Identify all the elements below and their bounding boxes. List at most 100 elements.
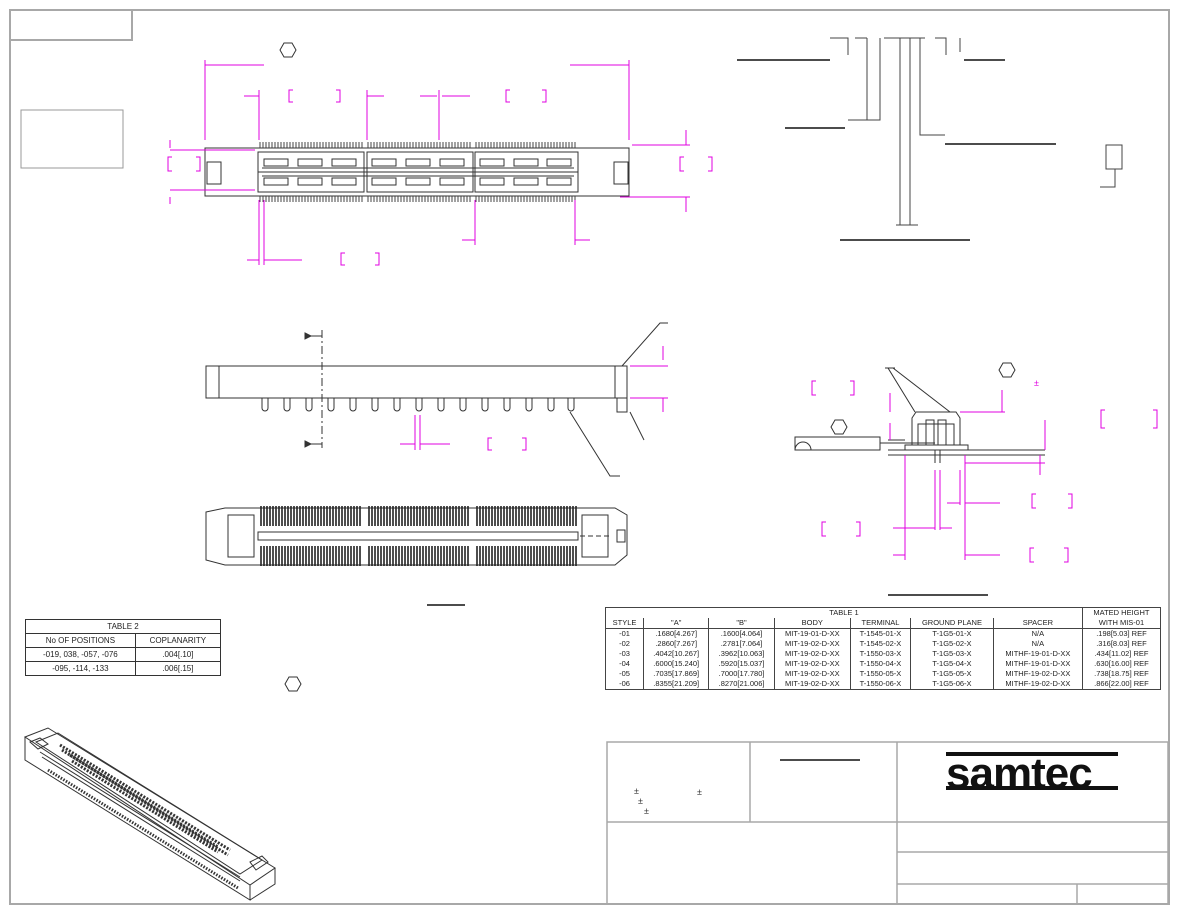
- side-view-dimensions: [400, 346, 668, 451]
- table-cell: .4042[10.267]: [643, 649, 710, 659]
- tolerance-symbol-2: ±: [634, 786, 639, 796]
- isometric-view: [23, 727, 276, 901]
- table-row: -06.8355[21.209].8270[21.006]MIT-19-02-D…: [604, 679, 1162, 690]
- top-view-dimensions: [167, 60, 713, 266]
- table-cell: MIT-19-02-D-XX: [773, 679, 851, 690]
- table1-col-terminal: TERMINAL: [849, 618, 912, 629]
- table-cell: .7035[17.869]: [643, 669, 710, 679]
- bottom-view: [205, 506, 628, 567]
- logo-rule-bottom: [946, 786, 1118, 790]
- table-cell: -03: [604, 649, 645, 659]
- top-view: [204, 142, 630, 203]
- table-row: -019, 038, -057, -076 .004[.10]: [25, 647, 222, 662]
- table1-col-ground-plane: GROUND PLANE: [910, 618, 994, 629]
- table-cell: -095, -114, -133: [25, 661, 136, 676]
- datum-hexagon-d: [284, 676, 302, 692]
- section-view-dimensions: [811, 380, 1158, 563]
- table-cell: T-1545-02-X: [849, 639, 912, 649]
- section-view: [794, 367, 1045, 463]
- table-cell: -04: [604, 659, 645, 669]
- table-cell: MIT-19-01-D-XX: [773, 628, 851, 639]
- table1-mated-header: MATED HEIGHT: [1081, 607, 1162, 618]
- table-cell: .2781[7.064]: [708, 639, 775, 649]
- table-cell: .630[16.00] REF: [1081, 659, 1162, 669]
- table-row: -095, -114, -133 .006[.15]: [25, 661, 222, 676]
- table-cell: .198[5.03] REF: [1081, 628, 1162, 639]
- table-cell: MIT-19-02-D-XX: [773, 659, 851, 669]
- table-cell: MIT-19-02-D-XX: [773, 639, 851, 649]
- table-cell: MITHF-19-01-D-XX: [992, 659, 1083, 669]
- datum-hexagon-a: [279, 42, 297, 58]
- table-cell: T-1G5-04-X: [910, 659, 994, 669]
- note-box: [20, 109, 124, 169]
- table-cell: .3962[10.063]: [708, 649, 775, 659]
- part-number-tree: [737, 37, 1123, 241]
- table1-col-spacer: SPACER: [992, 618, 1083, 629]
- table1-title: TABLE 1: [605, 607, 1083, 618]
- table-cell: -06: [604, 679, 645, 690]
- table-cell: .1600[4.064]: [708, 628, 775, 639]
- tolerance-symbol-3: ±: [638, 796, 643, 806]
- table-cell: T-1G5-06-X: [910, 679, 994, 690]
- table-cell: MITHF-19-01-D-XX: [992, 649, 1083, 659]
- datum-hexagon-b: [998, 362, 1016, 378]
- corner-tab: [10, 10, 133, 41]
- table1-col-b: "B": [708, 618, 775, 629]
- table-cell: .5920[15.037]: [708, 659, 775, 669]
- table-row: -01.1680[4.267].1600[4.064]MIT-19-01-D-X…: [604, 628, 1162, 639]
- tolerance-symbol-1: ±: [1034, 378, 1039, 388]
- table-cell: MIT-19-02-D-XX: [773, 669, 851, 679]
- table-cell: .738[18.75] REF: [1081, 669, 1162, 679]
- table-cell: .434[11.02] REF: [1081, 649, 1162, 659]
- table-cell: -019, 038, -057, -076: [25, 647, 136, 662]
- table-cell: N/A: [992, 639, 1083, 649]
- table-cell: T-1G5-01-X: [910, 628, 994, 639]
- table-cell: T-1550-06-X: [849, 679, 912, 690]
- tolerance-symbol-5: ±: [697, 787, 702, 797]
- table-cell: T-1G5-05-X: [910, 669, 994, 679]
- table-cell: -02: [604, 639, 645, 649]
- table-cell: T-1545-01-X: [849, 628, 912, 639]
- table1-col-a: "A": [643, 618, 710, 629]
- table2-col-positions: No OF POSITIONS: [25, 633, 136, 648]
- table-row: -03.4042[10.267].3962[10.063]MIT-19-02-D…: [604, 649, 1162, 659]
- table-cell: T-1550-03-X: [849, 649, 912, 659]
- sheet-border: [9, 9, 1170, 905]
- table-cell: MIT-19-02-D-XX: [773, 649, 851, 659]
- table-cell: .2860[7.267]: [643, 639, 710, 649]
- title-block: [606, 741, 1169, 905]
- table-cell: -01: [604, 628, 645, 639]
- table-row: -02.2860[7.267].2781[7.064]MIT-19-02-D-X…: [604, 639, 1162, 649]
- table-row: -05.7035[17.869].7000[17.780]MIT-19-02-D…: [604, 669, 1162, 679]
- table-2: TABLE 2 No OF POSITIONS COPLANARITY -019…: [25, 619, 222, 676]
- table-cell: .866[22.00] REF: [1081, 679, 1162, 690]
- table-cell: T-1550-04-X: [849, 659, 912, 669]
- logo-rule-top: [946, 752, 1118, 756]
- table-cell: .8355[21.209]: [643, 679, 710, 690]
- table-cell: .006[.15]: [134, 661, 222, 676]
- table-cell: .6000[15.240]: [643, 659, 710, 669]
- table-1: TABLE 1 MATED HEIGHT STYLE "A" "B" BODY …: [604, 607, 1162, 690]
- table2-col-coplanarity: COPLANARITY: [134, 633, 222, 648]
- table-cell: T-1G5-03-X: [910, 649, 994, 659]
- table-cell: .8270[21.006]: [708, 679, 775, 690]
- table1-col-mated-sub: WITH MIS-01: [1081, 618, 1162, 629]
- table-cell: .7000[17.780]: [708, 669, 775, 679]
- tolerance-symbol-4: ±: [644, 806, 649, 816]
- table-cell: T-1G5-02-X: [910, 639, 994, 649]
- side-view: [205, 322, 668, 477]
- table2-title: TABLE 2: [25, 619, 221, 634]
- table-cell: .1680[4.267]: [643, 628, 710, 639]
- table-cell: .316[8.03] REF: [1081, 639, 1162, 649]
- table-cell: MITHF-19-02-D-XX: [992, 669, 1083, 679]
- table1-col-style: STYLE: [604, 618, 645, 629]
- table-cell: MITHF-19-02-D-XX: [992, 679, 1083, 690]
- table-cell: N/A: [992, 628, 1083, 639]
- table-cell: T-1550-05-X: [849, 669, 912, 679]
- table1-col-body: BODY: [773, 618, 851, 629]
- table-cell: -05: [604, 669, 645, 679]
- table-row: -04.6000[15.240].5920[15.037]MIT-19-02-D…: [604, 659, 1162, 669]
- table-cell: .004[.10]: [134, 647, 222, 662]
- datum-hexagon-c: [830, 419, 848, 435]
